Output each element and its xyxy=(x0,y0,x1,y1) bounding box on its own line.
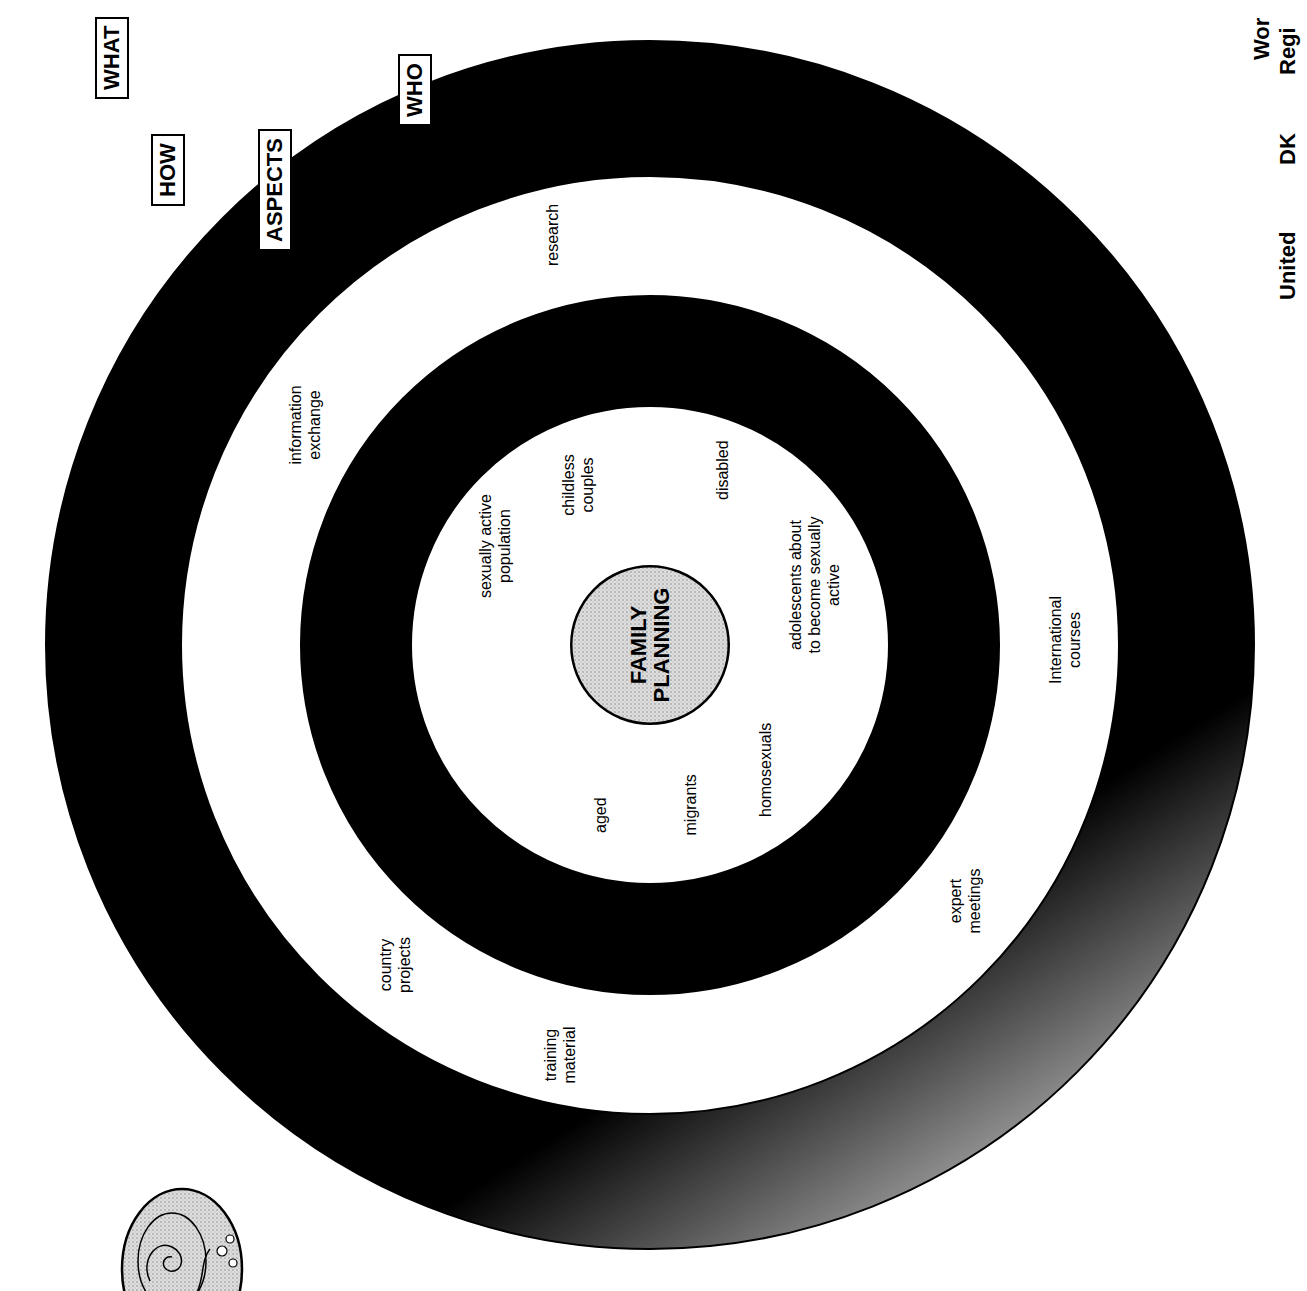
text-holder: training material xyxy=(541,1018,579,1092)
text-holder: WHAT xyxy=(95,17,129,99)
ring-item: information exchange xyxy=(286,375,324,475)
text-holder: ASPECTS xyxy=(258,129,292,251)
cell-outline xyxy=(122,1189,242,1291)
text-holder: migrants xyxy=(681,774,700,835)
ring-heading: HOW xyxy=(151,134,185,206)
ring-outline xyxy=(301,296,999,994)
ring-item: adolescents about to become sexually act… xyxy=(786,513,844,657)
text-holder: FAMILY PLANNING xyxy=(627,583,673,708)
text-holder: Wor xyxy=(1251,18,1273,60)
text-holder: International courses xyxy=(1046,588,1084,692)
text-holder: aged xyxy=(591,797,610,833)
text-holder: Regi xyxy=(1277,27,1299,75)
partial-text: Wor xyxy=(1251,18,1273,60)
text-holder: United xyxy=(1277,232,1299,300)
ring-item: country projects xyxy=(376,928,414,1002)
ring-outline xyxy=(181,176,1119,1114)
swirl xyxy=(147,1245,182,1281)
ring-heading: ASPECTS xyxy=(258,129,292,251)
cell-dot xyxy=(229,1259,237,1267)
text-holder: expert meetings xyxy=(946,864,984,938)
cell-inner xyxy=(138,1213,206,1291)
ring-item: disabled xyxy=(713,440,732,500)
method-ring: HOWinformation exchangeresearchexpert me… xyxy=(180,175,1120,1115)
ring-outline xyxy=(571,566,729,724)
ring-item: training material xyxy=(541,1018,579,1092)
center-label: FAMILY PLANNING xyxy=(627,583,673,708)
ring-item: research xyxy=(543,204,562,266)
ring-item: expert meetings xyxy=(946,864,984,938)
ring-heading: WHO xyxy=(398,54,432,126)
text-holder: childless couples xyxy=(559,446,597,524)
partial-text: Regi xyxy=(1277,27,1299,75)
text-holder: DK xyxy=(1277,133,1299,165)
text-holder: adolescents about to become sexually act… xyxy=(786,513,844,657)
aspects-ring: ASPECTSWHOsexually active populationchil… xyxy=(300,295,1000,995)
text-holder: WHO xyxy=(398,54,432,126)
swirl xyxy=(195,1249,210,1291)
text-holder: disabled xyxy=(713,440,732,500)
ring-item: childless couples xyxy=(559,446,597,524)
partial-text: United xyxy=(1277,232,1299,300)
ring-item: homosexuals xyxy=(756,723,775,817)
text-holder: country projects xyxy=(376,928,414,1002)
cell-illustration xyxy=(122,1189,242,1291)
ring-outline xyxy=(46,41,1254,1249)
text-holder: sexually active population xyxy=(476,489,514,603)
cell-dot xyxy=(217,1246,227,1256)
text-holder: research xyxy=(543,204,562,266)
center-circle: FAMILY PLANNING xyxy=(570,565,730,725)
ring-item: aged xyxy=(591,797,610,833)
text-holder: homosexuals xyxy=(756,723,775,817)
cell-dot xyxy=(226,1235,234,1243)
ring-item: sexually active population xyxy=(476,489,514,603)
text-holder: HOW xyxy=(151,134,185,206)
ring-item: International courses xyxy=(1046,588,1084,692)
partial-text: DK xyxy=(1277,133,1299,165)
outer-ring: WHATHOWinformation exchangeresearchexper… xyxy=(45,40,1255,1250)
ring-heading: WHAT xyxy=(95,17,129,99)
text-holder: information exchange xyxy=(286,375,324,475)
audience-disk: WHOsexually active populationchildless c… xyxy=(410,405,890,885)
ring-item: migrants xyxy=(681,774,700,835)
ring-outline xyxy=(411,406,889,884)
